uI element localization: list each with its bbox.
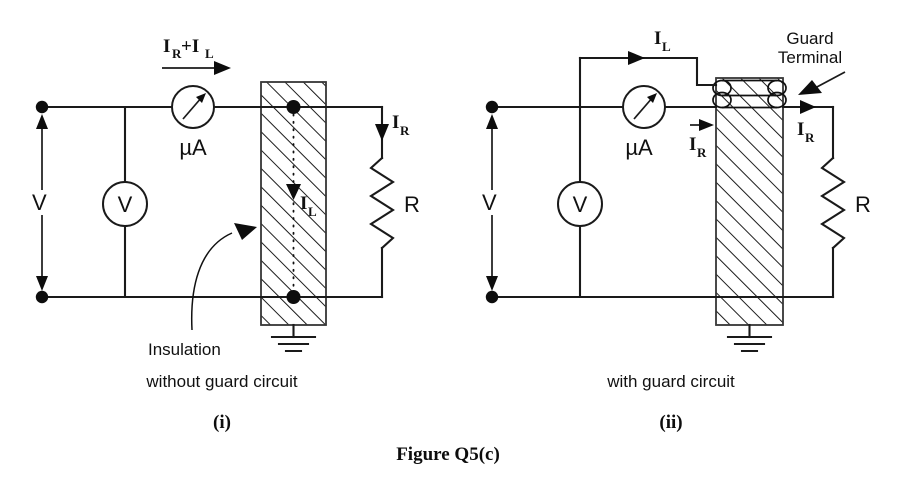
resistor-current-arrowhead-ii <box>800 100 816 114</box>
total-current-label-I1: I <box>163 36 170 57</box>
resistor-label: R <box>404 192 420 217</box>
microammeter-needle <box>182 96 203 120</box>
guard-current-label-sub: L <box>662 39 671 54</box>
guard-terminal-coil <box>712 79 787 109</box>
guard-terminal-callout: Guard Terminal <box>778 29 846 95</box>
source-voltage-arrow-ii <box>486 114 498 291</box>
insulation-callout-curve <box>190 232 233 331</box>
block-node-bottom <box>286 290 301 304</box>
microammeter-needle-tip <box>196 93 206 103</box>
figure-caption: Figure Q5(c) <box>396 444 500 465</box>
leakage-current-annotation: I L <box>286 184 317 219</box>
total-current-label-sub-L: L <box>205 46 214 61</box>
leakage-current-label-sub: L <box>308 204 317 219</box>
arrowhead-up <box>36 114 48 129</box>
meter-current-arrowhead <box>699 119 714 131</box>
microammeter-needle-ii <box>633 96 654 120</box>
resistor-zigzag <box>369 156 395 250</box>
resistor-current-label-I: I <box>392 112 399 133</box>
resistor-current-label-I-ii: I <box>797 119 804 140</box>
guard-terminal-label-line1: Guard <box>786 29 833 48</box>
voltmeter-label: V <box>118 192 133 217</box>
insulation-callout-arrowhead <box>234 223 257 240</box>
guard-terminal-pointer-arrowhead <box>798 80 822 95</box>
arrowhead-down-ii <box>486 276 498 291</box>
terminal-node-top <box>35 100 49 114</box>
panel-i-roman-label: (i) <box>213 412 231 433</box>
resistor-current-label-sub: R <box>400 123 410 138</box>
insulation-block <box>260 81 327 326</box>
resistor-current-arrowhead <box>375 124 389 141</box>
panel-without-guard-circuit: V V µA I R +I L I L <box>32 36 420 433</box>
ground-symbol <box>270 323 317 353</box>
voltmeter-body-ii <box>557 181 603 227</box>
meter-current-label-I: I <box>689 134 696 155</box>
guard-current-label-I: I <box>654 28 661 49</box>
total-current-arrowhead <box>214 61 231 75</box>
source-voltage-label-ii: V <box>482 190 497 215</box>
voltmeter-label-ii: V <box>573 192 588 217</box>
source-voltage-arrow <box>36 114 48 291</box>
source-voltage-label: V <box>32 190 47 215</box>
insulation-block-guarded <box>715 77 784 326</box>
panel-i-subtitle: without guard circuit <box>145 372 297 391</box>
block-node-top <box>286 100 301 114</box>
total-current-annotation: I R +I L <box>162 36 231 75</box>
resistor-branch-ii: R <box>820 105 871 299</box>
terminal-node-top-ii <box>485 100 499 114</box>
total-current-label-plus-I: +I <box>181 36 199 57</box>
guard-terminal-label-line2: Terminal <box>778 48 842 67</box>
ground-symbol-ii <box>726 323 773 353</box>
resistor-branch: I R R <box>369 105 420 299</box>
resistor-label-ii: R <box>855 192 871 217</box>
voltmeter-body <box>102 181 148 227</box>
terminal-node-bottom <box>35 290 49 304</box>
guard-bypass-path: I L <box>578 28 718 109</box>
resistor-current-label-sub-ii: R <box>805 130 815 145</box>
microammeter-ii <box>622 85 666 129</box>
microammeter-label-ii: µA <box>625 135 653 160</box>
leakage-current-arrowhead <box>286 184 301 200</box>
microammeter <box>171 85 215 129</box>
arrowhead-up-ii <box>486 114 498 129</box>
total-current-label-sub-R: R <box>172 46 182 61</box>
leakage-current-label-I: I <box>300 193 307 214</box>
guard-bypass-arrowhead <box>628 51 645 65</box>
resistor-current-annotation-ii: I R <box>797 100 816 145</box>
insulation-callout: Insulation <box>148 223 257 359</box>
insulation-label: Insulation <box>148 340 221 359</box>
meter-current-annotation-ii: I R <box>689 119 714 160</box>
guard-terminal-pointer-line <box>814 71 846 89</box>
panel-with-guard-circuit: V V I L µA I R I <box>482 28 871 433</box>
panel-ii-subtitle: with guard circuit <box>606 372 735 391</box>
microammeter-label: µA <box>179 135 207 160</box>
meter-current-label-sub: R <box>697 145 707 160</box>
resistor-zigzag-ii <box>820 156 846 250</box>
panel-ii-roman-label: (ii) <box>659 412 682 433</box>
arrowhead-down <box>36 276 48 291</box>
microammeter-needle-tip-ii <box>647 93 657 103</box>
terminal-node-bottom-ii <box>485 290 499 304</box>
